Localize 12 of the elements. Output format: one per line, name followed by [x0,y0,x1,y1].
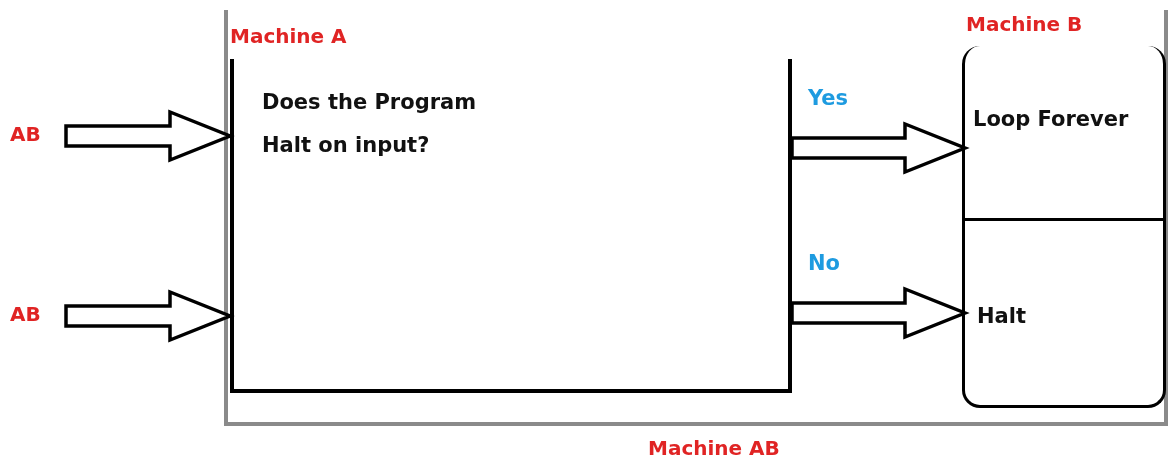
question-text: Does the Program Halt on input? [262,89,478,159]
machine-title: Machine A [230,24,347,48]
input-label: AB [10,302,41,326]
block-arrow [64,109,235,163]
machine-title: Machine B [966,12,1083,36]
block-arrow [790,121,970,175]
block-arrow [790,286,970,340]
action-text: Halt [977,303,1026,330]
block-arrow [64,289,235,343]
input-label: AB [10,122,41,146]
action-text: Loop Forever [973,106,1129,133]
machine-title: Machine AB [648,436,780,460]
